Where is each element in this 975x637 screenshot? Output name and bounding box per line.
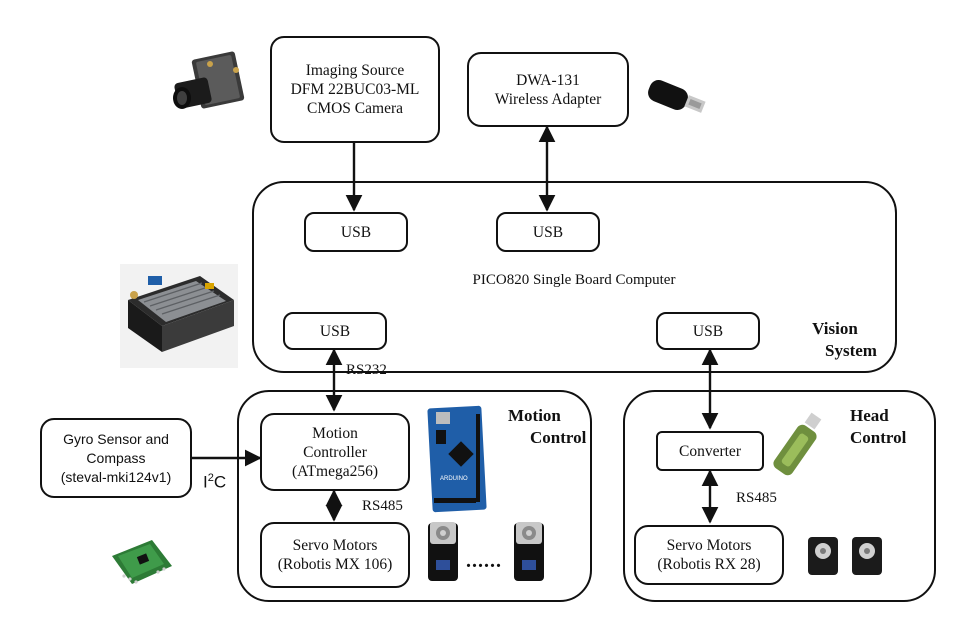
camera-label-line-1: Imaging Source <box>305 62 405 79</box>
rs232-label: RS232 <box>346 362 387 378</box>
rs485-motion-label: RS485 <box>362 498 403 514</box>
servo-mx106-line-2: (Robotis MX 106) <box>277 556 393 573</box>
usb-motion-label: USB <box>319 322 351 340</box>
vision-system-title: Vision System <box>790 318 880 362</box>
camera-photo <box>173 51 245 109</box>
vision-system-container <box>252 181 897 373</box>
motion-controller-line-2: Controller <box>303 443 367 461</box>
usb-wireless-port: USB <box>496 212 600 252</box>
vision-title-line-2: System <box>825 341 877 360</box>
motion-controller-line-1: Motion <box>312 424 358 442</box>
motion-controller-line-3: (ATmega256) <box>291 462 379 480</box>
motion-controller-box: Motion Controller (ATmega256) <box>260 413 410 491</box>
motion-title-line-2: Control <box>530 428 587 447</box>
gyro-line-1: Gyro Sensor and <box>63 430 169 447</box>
arduino-photo: ARDUINO <box>427 405 487 513</box>
servo-rx28-photo-2 <box>852 537 882 575</box>
wireless-label-line-2: Wireless Adapter <box>494 90 602 108</box>
svg-text:ARDUINO: ARDUINO <box>440 476 468 482</box>
motion-title-line-1: Motion <box>508 406 561 425</box>
motion-control-title: Motion Control <box>508 405 588 449</box>
servo-rx28-box: Servo Motors (Robotis RX 28) <box>634 525 784 585</box>
gyro-sensor-box: Gyro Sensor and Compass (steval-mki124v1… <box>40 418 192 498</box>
i2c-base: I <box>203 472 208 492</box>
servo-rx28-line-1: Servo Motors <box>666 537 752 554</box>
usb-head-label: USB <box>692 322 724 340</box>
usb-wireless-label: USB <box>532 223 564 241</box>
wireless-adapter-photo <box>648 80 706 113</box>
rs485-head-label: RS485 <box>736 490 777 506</box>
servo-ellipsis: ...... <box>466 550 502 572</box>
usb-camera-port: USB <box>304 212 408 252</box>
camera-label-line-2: DFM 22BUC03-ML <box>290 81 420 98</box>
servo-mx106-box: Servo Motors (Robotis MX 106) <box>260 522 410 588</box>
board-photo <box>120 264 238 368</box>
head-title-line-2: Control <box>850 428 907 447</box>
usb-head-port: USB <box>656 312 760 350</box>
i2c-label: I2C <box>203 472 226 493</box>
converter-label: Converter <box>679 442 741 460</box>
usb-motion-port: USB <box>283 312 387 350</box>
head-control-title: Head Control <box>850 405 930 449</box>
servo-rx28-photo-1 <box>808 537 838 575</box>
wireless-label-line-1: DWA-131 <box>516 71 580 89</box>
gyro-line-2: Compass <box>86 449 146 466</box>
camera-box: Imaging Source DFM 22BUC03-ML CMOS Camer… <box>270 36 440 143</box>
converter-box: Converter <box>656 431 764 471</box>
wireless-adapter-box: DWA-131 Wireless Adapter <box>467 52 629 127</box>
motion-control-container <box>237 390 592 602</box>
servo-mx106-photo-1 <box>428 522 458 581</box>
gyro-line-3: (steval-mki124v1) <box>60 468 172 485</box>
servo-rx28-line-2: (Robotis RX 28) <box>657 556 761 573</box>
camera-label-line-3: CMOS Camera <box>306 100 403 117</box>
head-title-line-1: Head <box>850 406 889 425</box>
servo-mx106-line-1: Servo Motors <box>292 537 378 554</box>
usb-camera-label: USB <box>340 223 372 241</box>
gyro-sensor-photo <box>112 540 172 584</box>
head-control-container <box>623 390 936 602</box>
computer-label: PICO820 Single Board Computer <box>472 272 676 288</box>
servo-mx106-photo-2 <box>514 522 544 581</box>
vision-title-line-1: Vision <box>812 319 858 338</box>
i2c-superscript: 2 <box>207 472 214 484</box>
i2c-tail: C <box>213 472 227 492</box>
usb-converter-photo <box>773 412 822 476</box>
